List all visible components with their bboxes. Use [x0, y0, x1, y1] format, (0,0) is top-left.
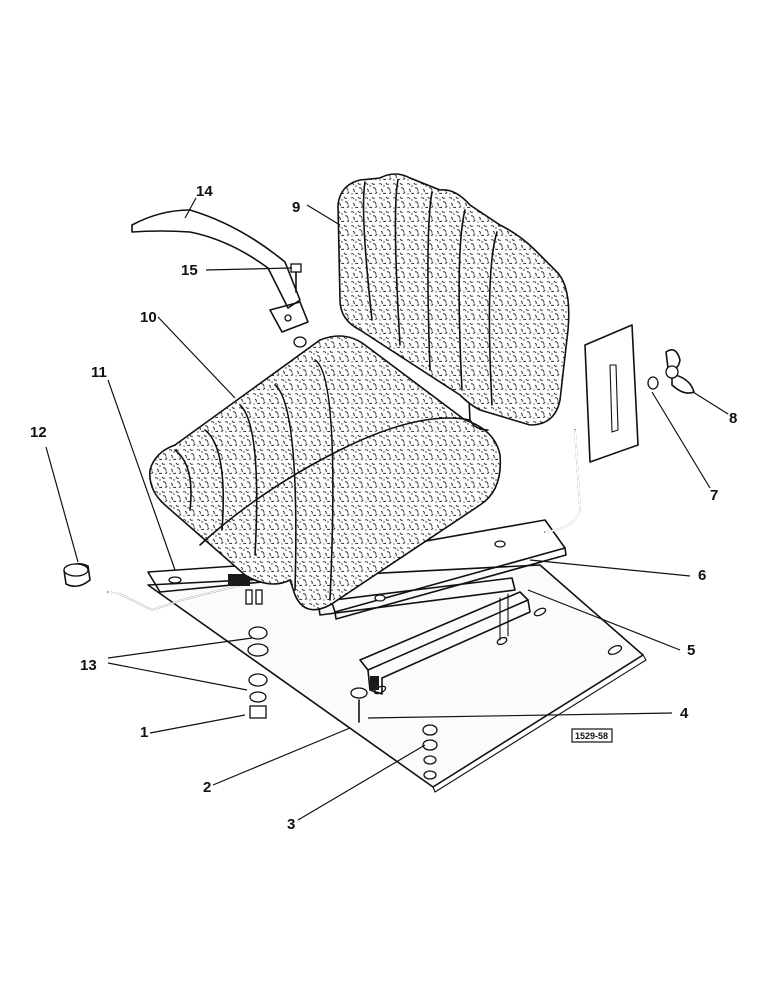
callout-13: 13 [80, 657, 97, 674]
base-plate [147, 564, 647, 793]
reference-code: 1529-58 [575, 731, 608, 741]
callout-4: 4 [680, 705, 689, 722]
backrest-bracket [584, 324, 639, 463]
callout-6: 6 [698, 567, 706, 584]
callout-14: 14 [196, 183, 213, 200]
callout-15: 15 [181, 262, 198, 279]
callout-3: 3 [287, 816, 295, 833]
callout-1: 1 [140, 724, 148, 741]
fastener-stack-left [247, 626, 269, 719]
reference-code-box: 1529-58 [571, 728, 613, 743]
slide-rail-assembly [317, 577, 531, 695]
callout-7: 7 [710, 487, 718, 504]
callout-9: 9 [292, 199, 300, 216]
adjustment-lever [107, 564, 301, 611]
callout-5: 5 [687, 642, 695, 659]
callout-12: 12 [30, 424, 47, 441]
lever-knob [63, 562, 91, 588]
washer-and-wing-nut [647, 349, 695, 394]
callout-2: 2 [203, 779, 211, 796]
backrest-assembly [337, 173, 581, 533]
leader-lines [45, 197, 729, 821]
callout-11: 11 [91, 364, 107, 381]
callout-8: 8 [729, 410, 737, 427]
seat-cushion [148, 335, 502, 611]
callout-labels: 1 2 3 4 5 6 7 8 9 10 11 12 13 14 15 [30, 183, 737, 833]
fastener-stack-right [350, 687, 438, 780]
seat-belt-strap [131, 209, 309, 348]
callout-10: 10 [140, 309, 157, 326]
